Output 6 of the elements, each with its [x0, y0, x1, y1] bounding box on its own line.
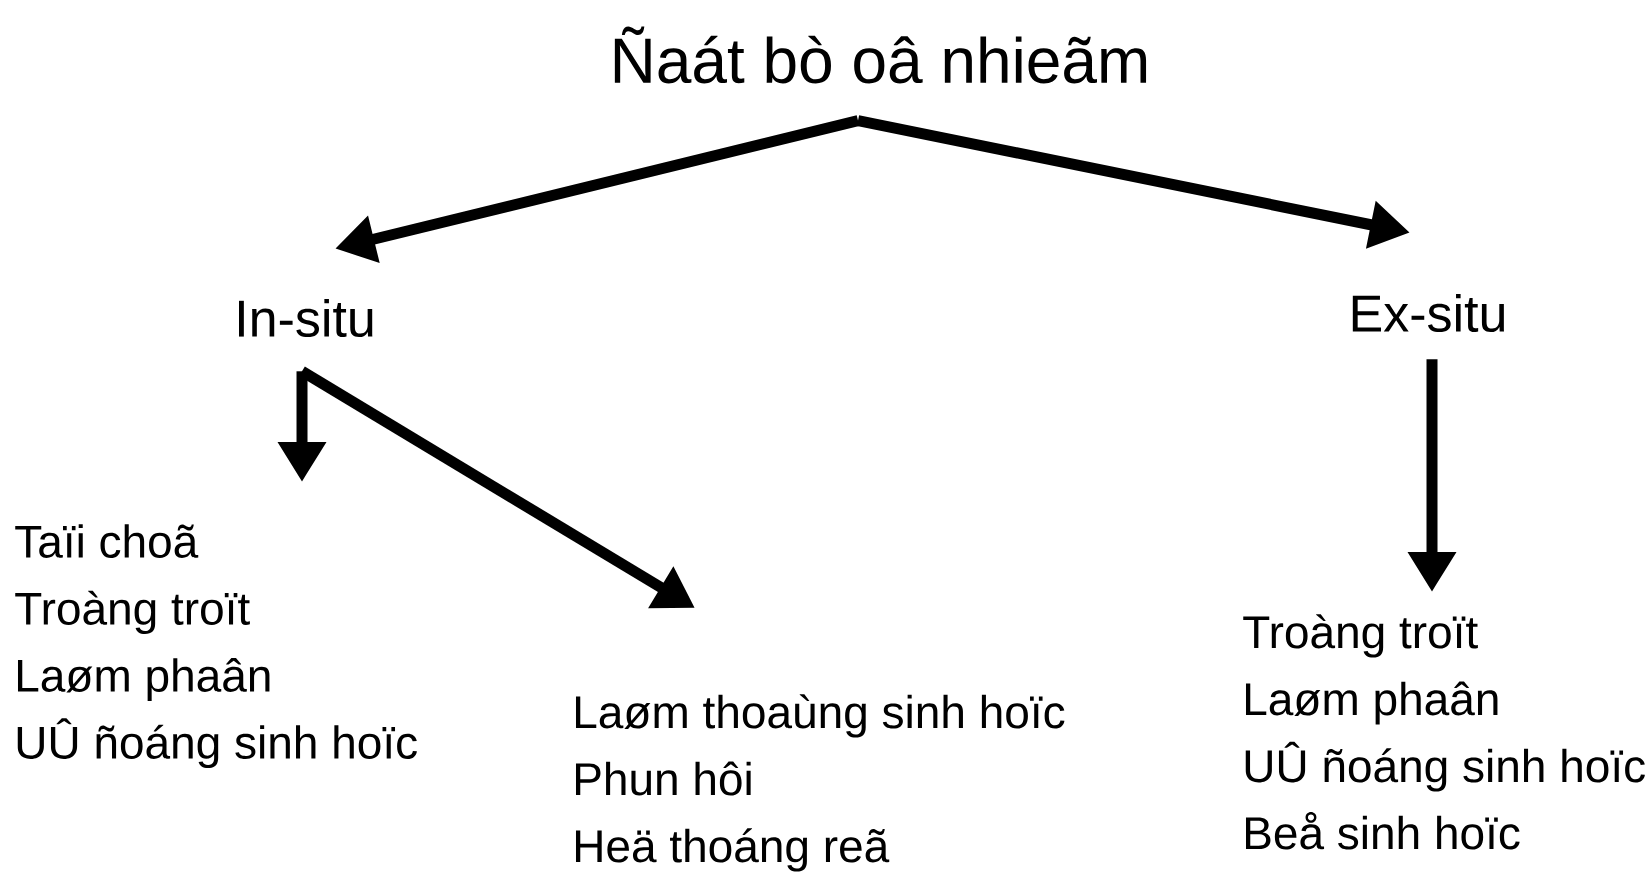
- title-text: Ñaát bò oâ nhieãm: [614, 26, 1147, 84]
- method-list: Laøm thoaùng sinh hoïc Phun hôi Heä thoáng reã: [576, 694, 1065, 872]
- method-list: Taïi choã Troàng troït Laøm phaân UÛ ñoáng sinh hoïc: [15, 524, 417, 769]
- category-label: In-situ: [239, 298, 373, 338]
- category-label: Ex-situ: [1352, 293, 1504, 333]
- method-list: Troàng troït Laøm phaân UÛ ñoáng sinh hoïc Beå sinh hoïc: [1243, 614, 1645, 850]
